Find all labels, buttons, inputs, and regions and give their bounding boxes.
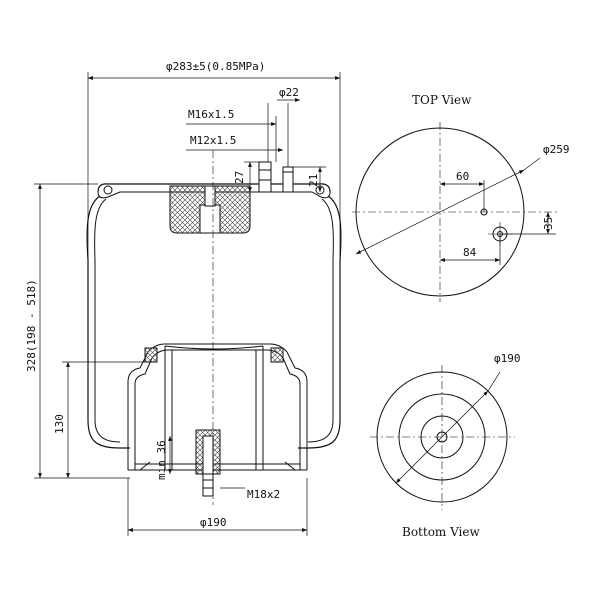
bottom-view-title: Bottom View <box>402 525 481 539</box>
top-view <box>352 122 560 302</box>
stud-diameter-label: φ22 <box>279 86 299 99</box>
bottom-view-diameter-label: φ190 <box>494 352 521 365</box>
front-view <box>86 150 342 505</box>
min-36-label: min 36 <box>155 440 168 480</box>
dim-27-label: 27 <box>233 171 246 184</box>
top-dim-84-label: 84 <box>463 246 477 259</box>
dim-21-label: 21 <box>307 174 320 187</box>
overall-width-label: φ283±5(0.85MPa) <box>166 60 265 73</box>
top-view-title: TOP View <box>412 93 472 107</box>
bottom-view-dimensions <box>395 371 501 484</box>
front-dimensions <box>34 72 341 536</box>
lower-height-label: 130 <box>53 414 66 434</box>
thread-bottom-label: M18x2 <box>247 488 280 501</box>
bottom-view <box>370 365 515 510</box>
top-stud-block <box>199 204 221 234</box>
rubber-bellow <box>86 195 130 449</box>
thread-top-small-label: M12x1.5 <box>190 134 236 147</box>
top-view-dimensions <box>355 157 556 265</box>
piston <box>127 343 308 497</box>
top-dim-60-label: 60 <box>456 170 469 183</box>
top-dim-35-label: 35 <box>542 217 555 230</box>
thread-top-large-label: M16x1.5 <box>188 108 234 121</box>
top-view-diameter-label: φ259 <box>543 143 570 156</box>
bottom-diameter-label: φ190 <box>200 516 227 529</box>
height-label: 328(198 - 518) <box>25 279 38 372</box>
